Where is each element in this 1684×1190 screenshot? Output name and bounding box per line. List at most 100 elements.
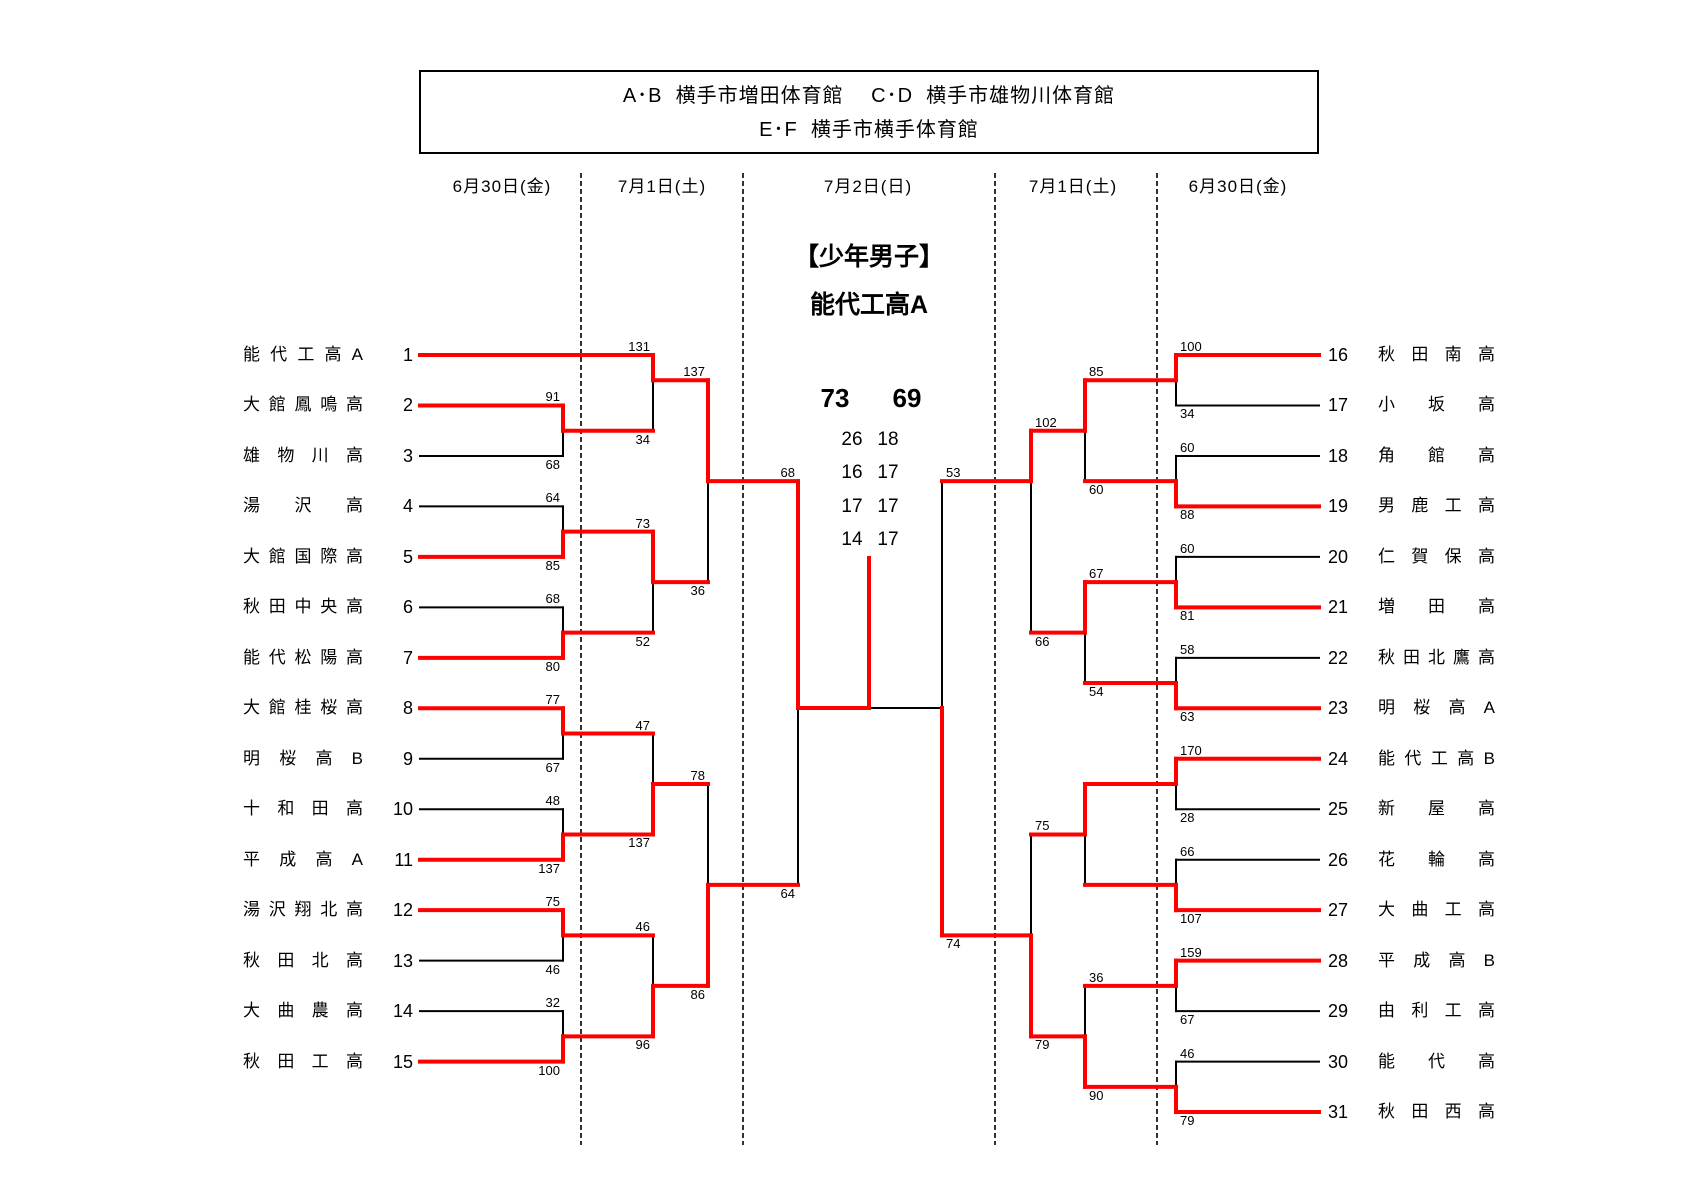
- team-name: 増田高: [1378, 596, 1495, 618]
- team-name: 秋田北鷹高: [1378, 647, 1495, 669]
- team-name-char: 館: [268, 395, 286, 415]
- team-seed-number: 18: [1328, 445, 1349, 466]
- team-name-char: 田: [1411, 1102, 1429, 1122]
- right-r1-match-score-bottom: 79: [1180, 1113, 1195, 1129]
- team-name-char: 曲: [1411, 900, 1429, 920]
- team-name-char: 秋: [1378, 345, 1395, 364]
- team-name-char: 由: [1378, 1001, 1395, 1021]
- team-name-char: 代: [270, 345, 288, 364]
- team-name-char: 小: [1378, 395, 1395, 415]
- team-name-char: 際: [320, 546, 338, 566]
- right-r1-match-score-bottom: 107: [1180, 911, 1202, 927]
- team-name-char: B: [1483, 748, 1495, 768]
- team-name-char: 沢: [294, 496, 312, 516]
- team-name-char: 大: [243, 698, 260, 718]
- team-name: 小坂高: [1378, 394, 1495, 416]
- right-r3-match-score-bottom: 66: [1035, 633, 1050, 649]
- right-r2-match-score-bottom: 90: [1089, 1087, 1104, 1103]
- team-name-char: 高: [1478, 1051, 1495, 1071]
- left-r2-match-score-bottom: 52: [635, 633, 650, 649]
- date-right-round2: 7月1日(土): [1028, 177, 1118, 196]
- team-name: 秋田西高: [1378, 1101, 1495, 1123]
- team-name: 角館高: [1378, 445, 1495, 467]
- team-name-char: A: [351, 849, 363, 869]
- left-r3-match-score-top: 78: [690, 767, 705, 783]
- period-2-score-left: 16: [841, 462, 863, 483]
- team-name-char: 新: [1378, 799, 1395, 819]
- team-name-char: 高: [1477, 900, 1495, 920]
- team-name-char: 秋: [243, 597, 260, 617]
- right-r1-match-score-bottom: 34: [1180, 406, 1195, 422]
- team-name-char: 館: [1428, 445, 1445, 465]
- team-name-char: 高: [346, 698, 363, 718]
- team-seed-number: 6: [402, 597, 413, 618]
- left-r1-match-score-bottom: 68: [545, 456, 560, 472]
- team-name-char: 国: [294, 546, 312, 566]
- period-4-score-right: 17: [877, 529, 899, 550]
- team-name-char: 十: [243, 799, 260, 819]
- venue-line-1: A･B 横手市増田体育館 C･D 横手市雄物川体育館: [622, 85, 1116, 107]
- team-seed-number: 13: [392, 950, 413, 971]
- team-name-char: 高: [345, 1051, 363, 1071]
- team-seed-number: 20: [1328, 546, 1349, 567]
- team-name-char: 賀: [1411, 546, 1429, 566]
- team-seed-number: 24: [1328, 748, 1349, 769]
- team-name-char: 田: [277, 950, 295, 970]
- team-name: 秋田工高: [243, 1051, 363, 1073]
- team-name: 由利工高: [1378, 1000, 1495, 1022]
- team-name: 秋田中央高: [243, 596, 363, 618]
- team-name-char: 鳴: [320, 395, 338, 415]
- team-name-char: 沢: [268, 900, 286, 920]
- team-name-char: 輪: [1428, 849, 1445, 869]
- right-r1-match-score-top: 159: [1180, 944, 1202, 960]
- team-name-char: 高: [346, 395, 363, 415]
- team-name-char: 大: [1378, 900, 1395, 920]
- period-1-score-left: 26: [841, 429, 863, 450]
- final-score-right: 69: [892, 383, 922, 413]
- team-name: 秋田南高: [1378, 344, 1495, 366]
- team-name-char: B: [1483, 950, 1495, 970]
- team-name-char: 高: [315, 748, 333, 768]
- right-r1-match-score-bottom: 88: [1180, 507, 1195, 523]
- champion-name: 能代工高A: [809, 291, 929, 319]
- date-left-round1: 6月30日(金): [452, 177, 552, 196]
- team-seed-number: 7: [402, 647, 413, 668]
- venue-line-2: E･F 横手市横手体育館: [759, 119, 979, 141]
- team-seed-number: 2: [402, 395, 413, 416]
- right-r1-match-score-top: 58: [1180, 641, 1195, 657]
- team-name-char: 湯: [243, 900, 260, 920]
- team-name-char: 高: [346, 900, 363, 920]
- team-name-char: 高: [1477, 1102, 1495, 1122]
- team-name-char: 高: [1478, 849, 1495, 869]
- left-r1-match-score-top: 91: [545, 389, 560, 405]
- team-name-char: 鳳: [294, 395, 312, 415]
- bracket-lines-default: [419, 379, 1320, 1088]
- left-r3-match-score-top: 137: [683, 364, 705, 380]
- team-seed-number: 15: [392, 1051, 413, 1072]
- team-name-char: 高: [1448, 950, 1466, 970]
- team-name: 大曲工高: [1378, 899, 1495, 921]
- left-r1-match-score-top: 75: [545, 894, 560, 910]
- team-seed-number: 10: [392, 799, 413, 820]
- team-name-char: 高: [1477, 345, 1495, 364]
- team-name-char: A: [1483, 698, 1495, 718]
- team-name-char: 利: [1411, 1001, 1429, 1021]
- team-seed-number: 9: [402, 748, 413, 769]
- team-name-char: 高: [345, 1001, 363, 1021]
- team-name: 大館国際高: [243, 546, 363, 568]
- team-name-char: 高: [346, 546, 363, 566]
- team-name: 十和田高: [243, 798, 363, 820]
- team-name-char: 田: [1428, 597, 1445, 617]
- left-r2-match-score-bottom: 34: [635, 431, 650, 447]
- right-r1-match-score-top: 60: [1180, 540, 1195, 556]
- team-name-char: 高: [1477, 1001, 1495, 1021]
- team-name: 雄物川高: [243, 445, 363, 467]
- left-r2-match-score-top: 47: [635, 717, 650, 733]
- team-name: 大曲農高: [243, 1000, 363, 1022]
- team-name-char: 成: [279, 849, 297, 869]
- right-r3-match-score-bottom: 79: [1035, 1037, 1050, 1053]
- team-name-char: 北: [1428, 647, 1445, 667]
- left-r3-match-score-bottom: 86: [690, 986, 705, 1002]
- team-name-char: 曲: [277, 1001, 295, 1021]
